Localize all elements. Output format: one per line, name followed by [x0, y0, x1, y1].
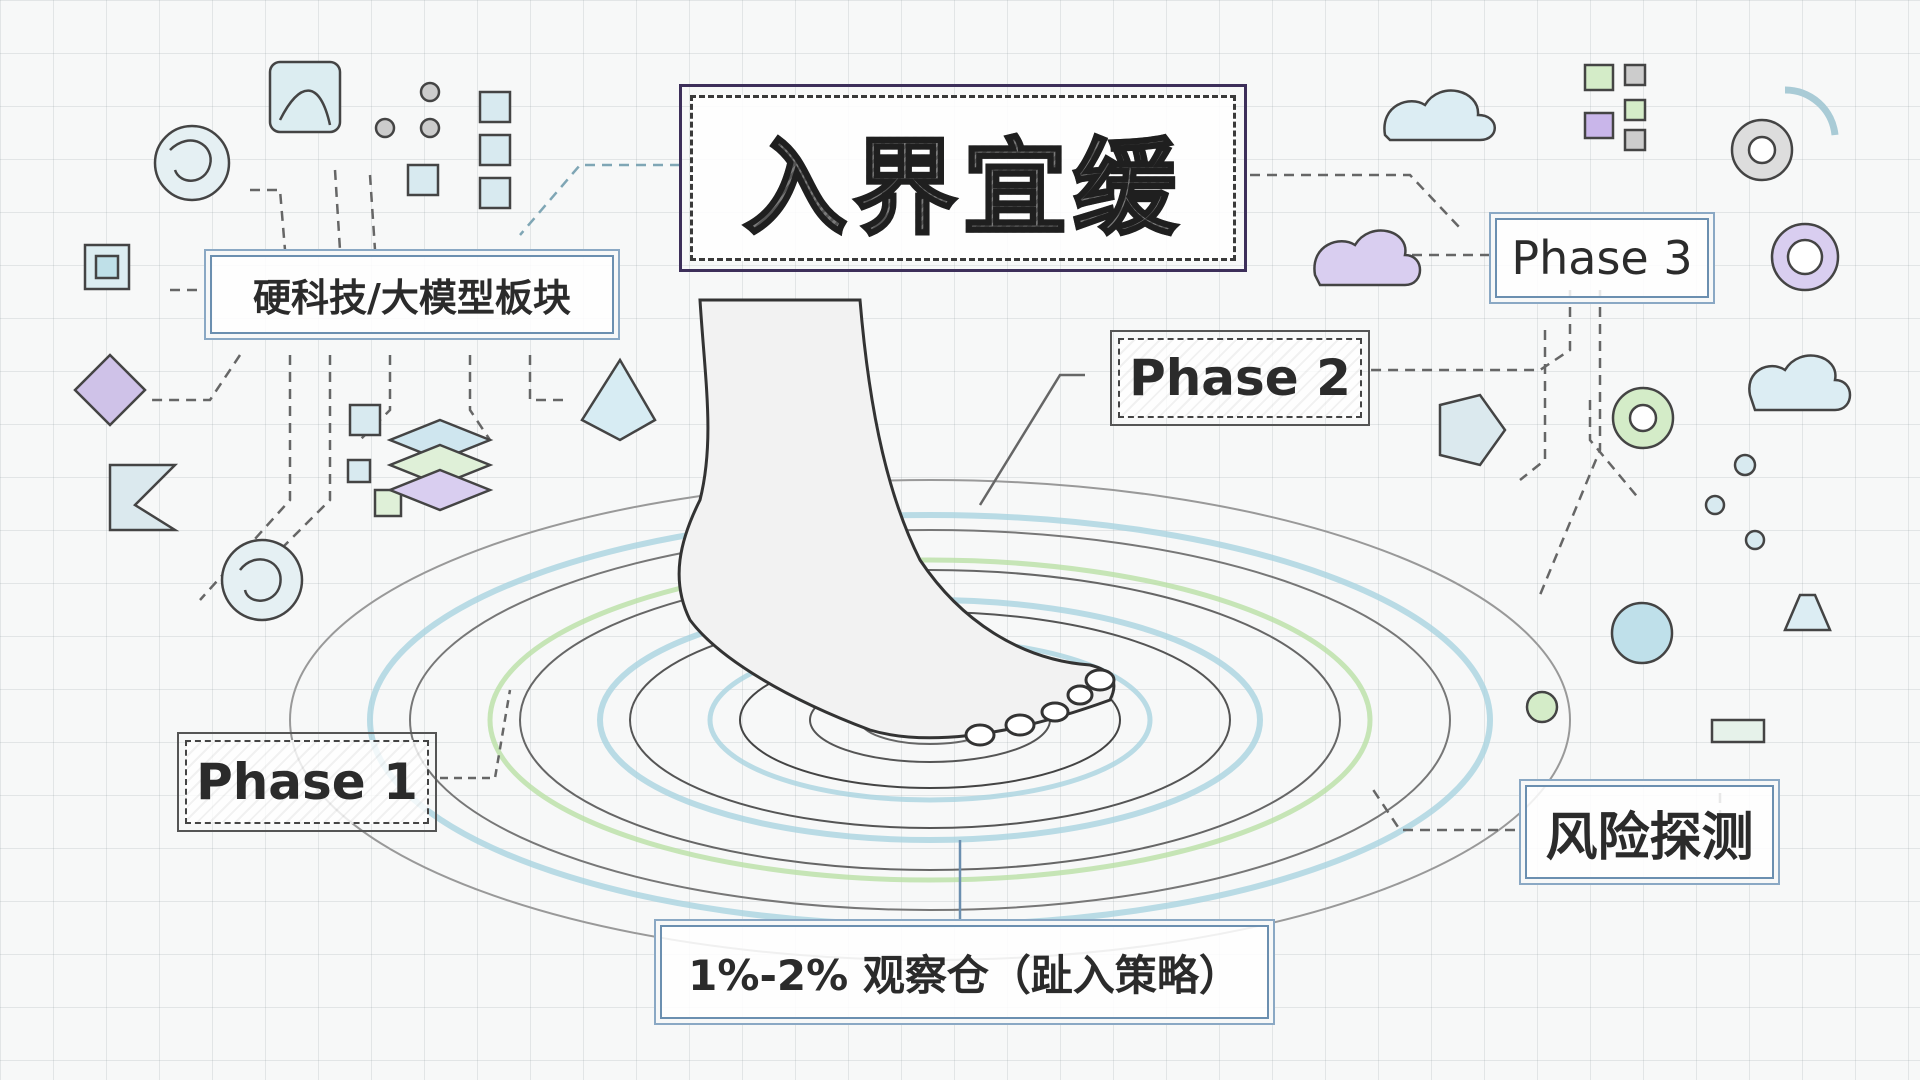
hexagon-knot-icon — [1438, 393, 1507, 467]
cloud-upload-icon — [1313, 229, 1422, 287]
page-title: 入界宜缓 — [741, 103, 1183, 254]
tree-hierarchy-icon — [1583, 63, 1647, 152]
node-phase3: Phase 3 — [1495, 218, 1709, 298]
node-phase2-label: Phase 2 — [1129, 349, 1351, 407]
node-sector: 硬科技/大模型板块 — [210, 255, 614, 334]
cloud-download-icon — [1383, 89, 1496, 142]
chip-icon — [83, 243, 131, 291]
node-observation-position: 1%-2% 观察仓（趾入策略） — [660, 925, 1269, 1019]
radio-tower-icon — [1783, 593, 1832, 632]
cube-network-layers-icon — [346, 403, 494, 518]
node-phase3-label: Phase 3 — [1511, 231, 1693, 285]
right-icon-cluster — [1313, 63, 1852, 744]
node-phase2: Phase 2 — [1110, 330, 1370, 426]
mountain-tile-icon — [268, 60, 342, 134]
spiral-icon-bottom — [220, 538, 304, 622]
connectors — [150, 163, 1722, 920]
node-position-label: 1%-2% 观察仓（趾入策略） — [688, 950, 1241, 1000]
prism-icon — [580, 357, 657, 442]
node-risk-label: 风险探测 — [1545, 807, 1754, 868]
diamond-logo-icon — [73, 353, 147, 427]
router-icon — [1710, 718, 1766, 744]
spiral-icon — [153, 124, 231, 202]
title-box: 入界宜缓 — [679, 84, 1247, 272]
cloud-wifi-upload-icon — [1748, 354, 1852, 412]
node-risk-detection: 风险探测 — [1525, 785, 1774, 879]
node-phase1-label: Phase 1 — [196, 753, 418, 811]
k-logo-icon — [108, 463, 180, 532]
drone-sensor-icon — [1525, 690, 1559, 724]
node-phase1: Phase 1 — [177, 732, 437, 832]
node-sector-label: 硬科技/大模型板块 — [253, 276, 571, 320]
foot-sketch — [677, 298, 1116, 747]
left-icon-cluster — [73, 60, 657, 622]
node-graph-cubes-icon — [374, 81, 512, 210]
radar-icon — [1610, 601, 1674, 665]
